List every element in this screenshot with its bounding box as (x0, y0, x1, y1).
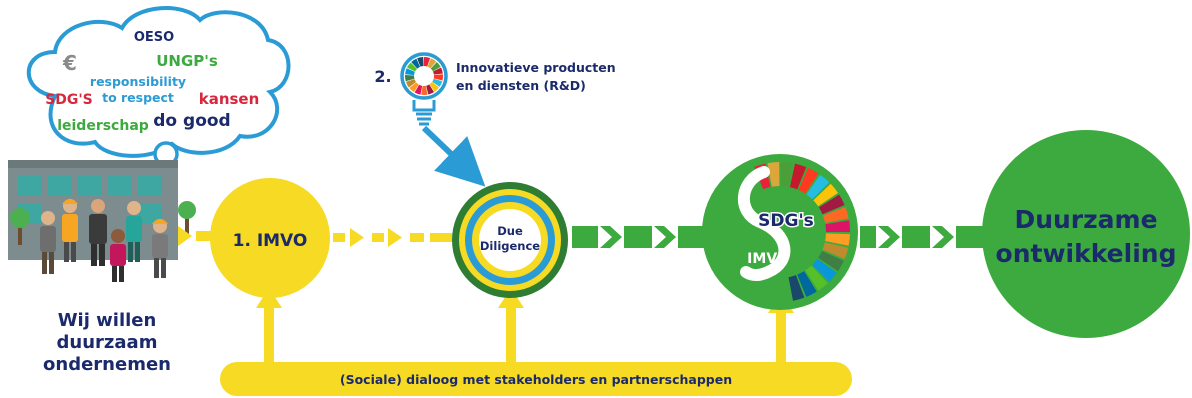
connector-due-diligence (506, 305, 516, 367)
tree-right (178, 201, 196, 238)
tree-left (10, 208, 30, 245)
bulb-sdg-segment (427, 58, 437, 69)
sdg-arc-segment (818, 194, 845, 215)
dialog-bar-label: (Sociale) dialoog met stakeholders en pa… (340, 372, 732, 387)
cloud-word-responsibility: responsibility (90, 74, 186, 89)
left-caption-line-1: Wij willen (58, 310, 157, 331)
sdg-arc-segment (822, 242, 849, 259)
cloud-word-oeso: OESO (134, 30, 174, 45)
sdg-circle-bottom-label: IMVO (747, 251, 789, 267)
step-2-line-1: Innovatieve producten (456, 60, 616, 75)
cloud-word-ungps: UNGP's (156, 52, 218, 70)
cloud-word-sdgs: SDG'S (45, 92, 93, 108)
sdg-arc-segment (805, 265, 828, 291)
cloud-word-leiderschap: leiderschap (57, 118, 149, 134)
sdg-arc-segment (788, 275, 805, 301)
person-2 (62, 199, 78, 262)
sdg-arc-segment (812, 258, 837, 282)
connector-imvo (264, 305, 274, 367)
bulb-sdg-wheel (405, 57, 443, 95)
sdg-swirl (738, 166, 791, 281)
cloud-word-euro: € (62, 51, 77, 75)
bulb-sdg-segment (417, 57, 424, 67)
bulb-sdg-segment (424, 57, 431, 67)
bulb-sdg-segment (433, 74, 443, 81)
due-diligence-node: Due Diligence (452, 182, 568, 298)
company-building-illustration (8, 160, 196, 282)
flow-arrow-sdg-to-goal (860, 226, 990, 248)
cloud-word-kansen: kansen (199, 90, 260, 108)
step-1-label: 1. IMVO (233, 231, 308, 251)
building-windows (18, 175, 162, 224)
sdg-arc-segment (813, 183, 839, 207)
flow-arrow-building-to-imvo (178, 226, 214, 246)
sdg-arc-segment (825, 233, 850, 246)
bulb-sdg-segment (421, 85, 428, 95)
sdg-arc-segment (798, 167, 819, 194)
left-caption-line-3: ondernemen (43, 354, 171, 375)
person-4 (110, 229, 126, 282)
bulb-sdg-segment (432, 67, 443, 75)
goal-line-2: ontwikkeling (996, 239, 1177, 268)
sdg-arc-segment (789, 163, 807, 190)
sdg-circle-top-label: SDG's (758, 211, 814, 231)
person-1 (40, 211, 56, 274)
bulb-sdg-segment (429, 82, 440, 92)
connector-sdg (776, 310, 786, 367)
step-2-number: 2. (374, 67, 391, 86)
bulb-sdg-segment (405, 79, 417, 88)
bulb-sdg-segment (405, 75, 415, 82)
goal-node: Duurzame ontwikkeling (982, 130, 1190, 338)
cloud-word-to-respect: to respect (102, 90, 174, 105)
step-2-line-2: en diensten (R&D) (456, 78, 586, 93)
bulb-sdg-segment (406, 62, 417, 72)
sdg-arc-segment (818, 250, 844, 272)
bulb-sdg-segment (432, 78, 443, 87)
bulb-sdg-segment (414, 84, 423, 95)
cloud-word-do-good: do good (153, 111, 230, 131)
sdg-wheel-arc (754, 162, 850, 301)
flow-arrow-imvo-to-due-diligence (333, 228, 452, 247)
due-diligence-line-1: Due (497, 224, 523, 238)
bulb-arrow (421, 125, 486, 187)
person-3 (89, 199, 107, 266)
sdg-arc-segment (822, 206, 849, 223)
people-group (40, 199, 168, 282)
bulb-sdg-segment (426, 84, 435, 95)
left-caption-line-2: duurzaam (57, 332, 158, 353)
sdg-arc-segment (825, 220, 850, 232)
sdg-arc-segment (797, 271, 817, 297)
bulb-sdg-segment (409, 82, 419, 93)
bulb-sdg-segment (430, 61, 441, 72)
person-6 (152, 219, 168, 278)
sdg-arc-segment (767, 162, 780, 187)
bulb-sdg-segment (405, 68, 415, 76)
thought-cloud: OESO € UNGP's responsibility to respect … (26, 6, 291, 189)
goal-line-1: Duurzame (1014, 205, 1157, 234)
due-diligence-line-2: Diligence (480, 239, 540, 253)
innovation-lightbulb: 2. Innovatieve producten en diensten (R&… (374, 52, 616, 187)
person-5 (126, 201, 142, 262)
bulb-sdg-segment (411, 58, 421, 69)
sdg-imvo-node: SDG's IMVO (702, 154, 858, 310)
sdg-arc-segment (806, 174, 830, 200)
step-1-imvo-node: 1. IMVO (210, 178, 330, 298)
flow-arrow-due-diligence-to-sdg (572, 226, 704, 248)
sdg-arc-segment (780, 162, 793, 187)
